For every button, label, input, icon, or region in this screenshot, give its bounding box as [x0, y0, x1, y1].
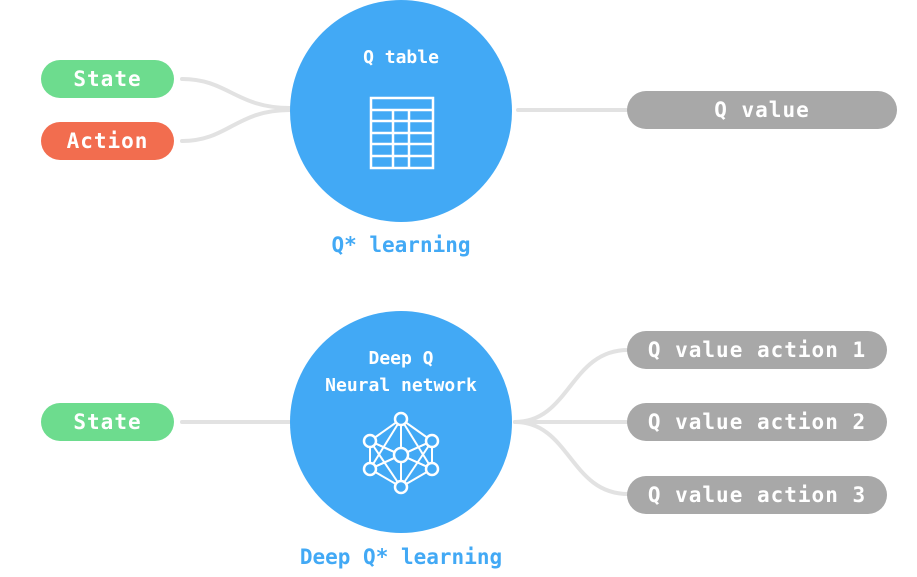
- neural-network-icon: [362, 411, 440, 495]
- q-value-action-1-pill: Q value action 1: [627, 331, 887, 369]
- q-learning-caption: Q* learning: [331, 233, 471, 257]
- connector-deepq-to-action3: [513, 420, 630, 496]
- action-input-pill: Action: [41, 122, 174, 160]
- q-table-title: Q table: [363, 47, 439, 68]
- deep-q-circle: Deep Q Neural network: [290, 311, 512, 533]
- state-input-pill-deep: State: [41, 403, 174, 441]
- table-icon: [369, 96, 435, 170]
- state-input-pill: State: [41, 60, 174, 98]
- deep-q-title: Deep Q Neural network: [325, 348, 477, 396]
- connector-action-to-qtable: [180, 108, 292, 143]
- q-value-action-3-pill: Q value action 3: [627, 476, 887, 514]
- connector-deepq-to-action1: [513, 348, 630, 424]
- q-value-output-pill: Q value: [627, 91, 897, 129]
- deep-q-learning-caption: Deep Q* learning: [299, 545, 503, 569]
- q-value-action-2-pill: Q value action 2: [627, 403, 887, 441]
- q-table-circle: Q table: [290, 0, 512, 222]
- connector-state-to-qtable: [180, 77, 292, 110]
